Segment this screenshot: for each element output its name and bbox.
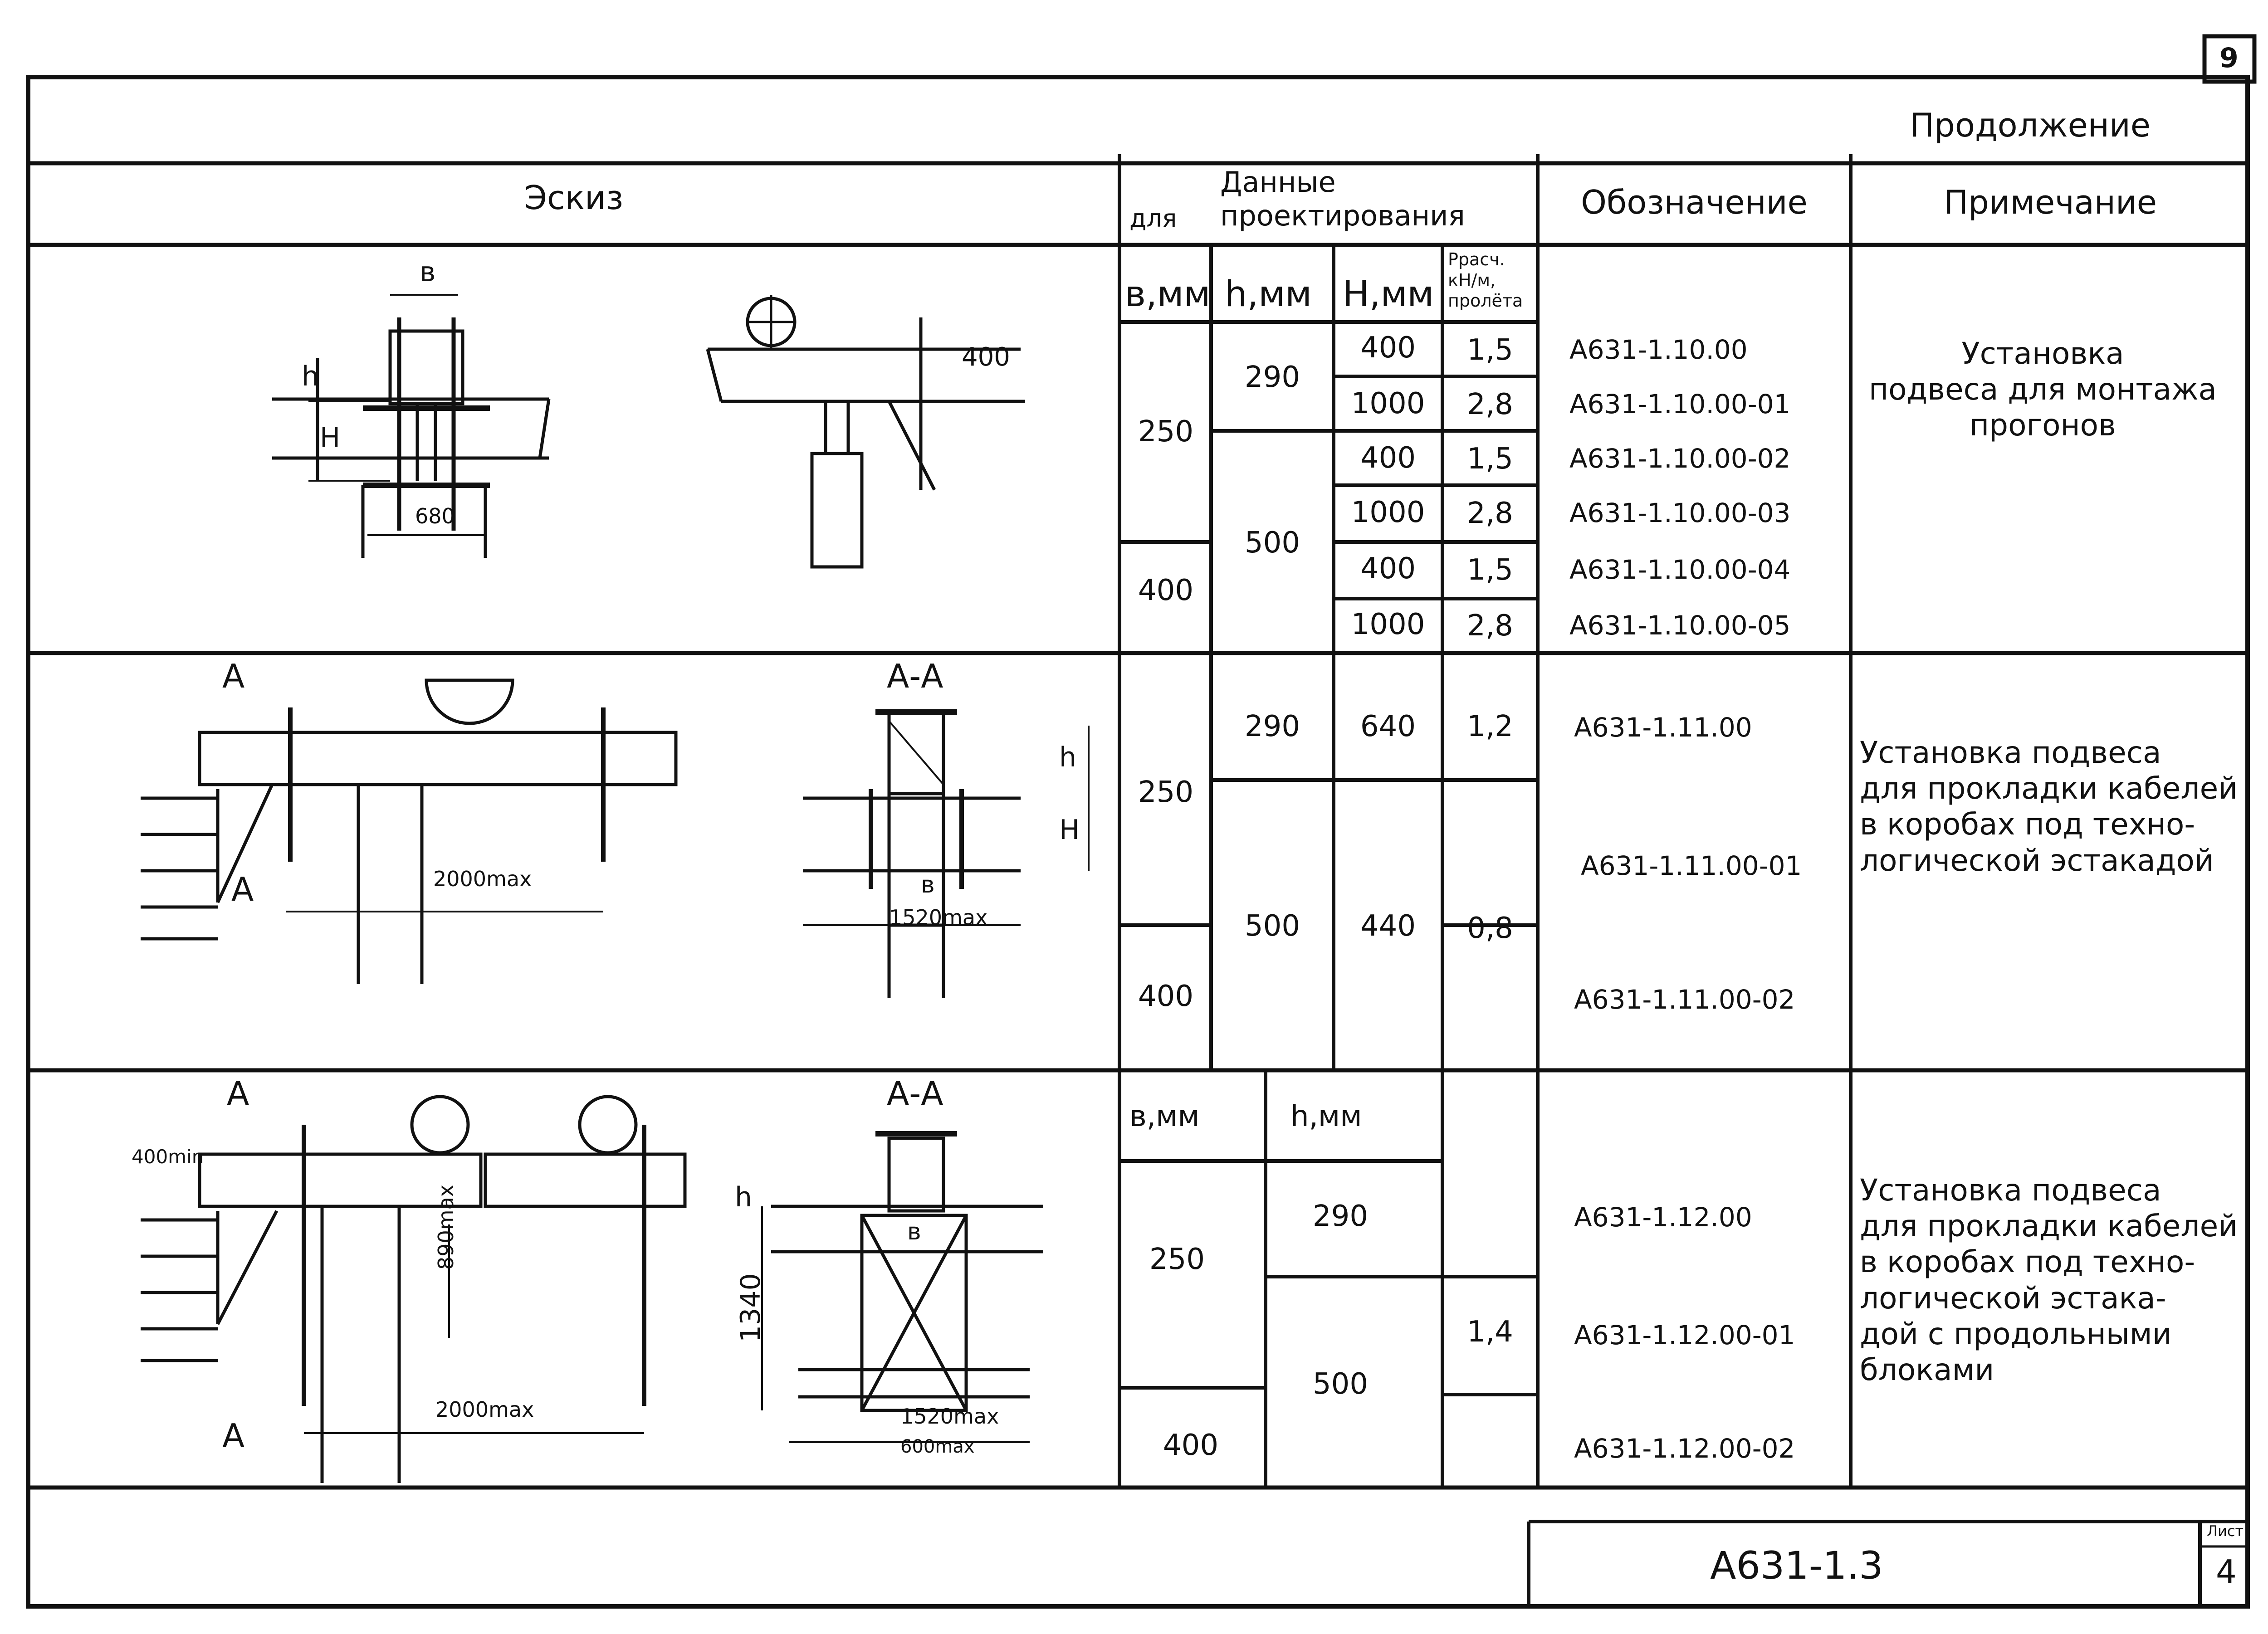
s2-b: 400 xyxy=(1138,980,1194,1013)
s2-H: 440 xyxy=(1360,909,1416,943)
sketch-3-section xyxy=(761,1131,1043,1443)
s2-designation: А631-1.11.00-02 xyxy=(1574,984,1795,1015)
sketch-1-front xyxy=(272,294,551,558)
sketch-1-side xyxy=(706,295,1025,569)
sketch-2-front xyxy=(141,678,678,984)
s2-designation: А631-1.11.00-01 xyxy=(1581,850,1802,881)
s3-dim-h: h xyxy=(735,1181,753,1213)
s1-load: 1,5 xyxy=(1467,442,1513,476)
s3-dim-width: 1520max xyxy=(900,1404,999,1429)
s3-h-label: h,мм xyxy=(1290,1100,1362,1133)
s3-dim-b: в xyxy=(907,1218,921,1245)
s3-h: 290 xyxy=(1312,1200,1369,1233)
col-load: Ррасч. кН/м, пролёта xyxy=(1448,249,1523,311)
s1-dim-right: 400 xyxy=(962,342,1010,372)
s1-H: 400 xyxy=(1360,441,1416,475)
s3-h: 500 xyxy=(1312,1367,1369,1401)
s3-b-label: в,мм xyxy=(1129,1100,1200,1133)
s1-dim-w: 680 xyxy=(415,504,455,528)
s1-load: 2,8 xyxy=(1467,497,1513,530)
s1-designation: А631-1.10.00-03 xyxy=(1569,498,1791,528)
s1-designation: А631-1.10.00-02 xyxy=(1569,443,1791,474)
s3-dim-height: 1340 xyxy=(735,1273,767,1342)
s1-dim-H: H xyxy=(320,422,341,454)
sketch-3-front xyxy=(141,1095,687,1483)
s2-designation: А631-1.11.00 xyxy=(1574,712,1752,743)
header-design-data-for: для xyxy=(1129,204,1177,233)
s1-h: 290 xyxy=(1244,361,1300,394)
s1-H: 1000 xyxy=(1351,608,1425,641)
s1-H: 1000 xyxy=(1351,496,1425,529)
s2-dim-width: 1520max xyxy=(889,905,988,930)
s1-load: 1,5 xyxy=(1467,333,1513,367)
s3-dim-span: 2000max xyxy=(435,1397,534,1422)
s1-H: 400 xyxy=(1360,552,1416,585)
s1-designation: А631-1.10.00-04 xyxy=(1569,554,1791,585)
s2-section-mark: А xyxy=(222,657,245,695)
col-h: h,мм xyxy=(1225,274,1312,315)
s1-dim-h: h xyxy=(302,361,319,392)
s3-note: Установка подвеса для прокладки кабелей … xyxy=(1860,1173,2238,1387)
s2-note: Установка подвеса для прокладки кабелей … xyxy=(1860,735,2238,878)
s3-b: 400 xyxy=(1163,1429,1219,1462)
header-design-data: Данные проектирования xyxy=(1220,166,1465,233)
s3-designation: А631-1.12.00-01 xyxy=(1574,1320,1795,1351)
header-note: Примечание xyxy=(1943,183,2157,221)
s1-designation: А631-1.10.00 xyxy=(1569,334,1748,365)
s3-section-mark: А xyxy=(222,1417,245,1455)
s1-b: 400 xyxy=(1138,574,1194,607)
s1-h: 500 xyxy=(1244,526,1300,560)
header-sketch: Эскиз xyxy=(524,179,624,217)
document-code: А631-1.3 xyxy=(1710,1543,1883,1588)
s3-dim-min400: 400min xyxy=(132,1146,204,1168)
s1-b: 250 xyxy=(1138,415,1194,449)
s2-section-mark: А xyxy=(231,870,254,908)
s3-dim-bottom: 600max xyxy=(900,1436,975,1457)
s3-section-aa: А-А xyxy=(887,1074,943,1112)
s2-dim-H: H xyxy=(1059,814,1080,846)
continuation-label: Продолжение xyxy=(1910,106,2151,144)
s3-section-mark: А xyxy=(227,1074,249,1112)
s2-dim-h: h xyxy=(1059,741,1077,773)
sketch-2-section xyxy=(803,709,1090,998)
s1-load: 1,5 xyxy=(1467,553,1513,587)
s2-load: 0,8 xyxy=(1467,912,1513,945)
header-designation: Обозначение xyxy=(1581,183,1808,221)
s3-b: 250 xyxy=(1149,1243,1205,1276)
col-H: H,мм xyxy=(1343,274,1434,315)
s2-load: 1,2 xyxy=(1467,710,1513,743)
s1-designation: А631-1.10.00-05 xyxy=(1569,610,1791,641)
s3-load: 1,4 xyxy=(1467,1315,1513,1349)
s2-section-aa: А-А xyxy=(887,657,943,695)
s3-designation: А631-1.12.00 xyxy=(1574,1202,1752,1233)
s2-b: 250 xyxy=(1138,776,1194,809)
col-b: в,мм xyxy=(1125,274,1211,315)
s1-H: 400 xyxy=(1360,331,1416,365)
sheet-number: 4 xyxy=(2216,1553,2237,1591)
s1-H: 1000 xyxy=(1351,387,1425,420)
s2-dim-b: в xyxy=(921,871,935,898)
s2-dim-span: 2000max xyxy=(433,867,532,891)
s3-dim-vert890: 890max xyxy=(434,1184,458,1270)
s1-load: 2,8 xyxy=(1467,388,1513,421)
s1-designation: А631-1.10.00-01 xyxy=(1569,389,1791,419)
s2-h: 290 xyxy=(1244,710,1300,743)
sheet-label: Лист xyxy=(2207,1522,2244,1540)
s2-H: 640 xyxy=(1360,710,1416,743)
s1-load: 2,8 xyxy=(1467,609,1513,643)
s3-designation: А631-1.12.00-02 xyxy=(1574,1433,1795,1464)
s1-note: Установка подвеса для монтажа прогонов xyxy=(1869,336,2217,443)
page-number: 9 xyxy=(2219,42,2239,74)
s1-dim-b: в xyxy=(420,256,436,288)
s2-h: 500 xyxy=(1244,909,1300,943)
